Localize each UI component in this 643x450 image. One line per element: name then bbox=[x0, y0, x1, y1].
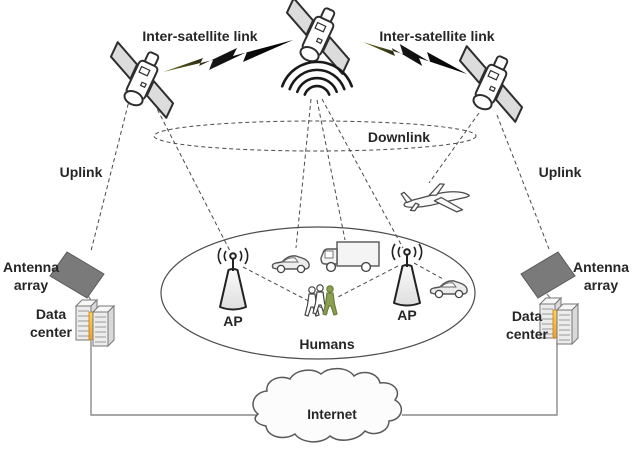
humans-label: Humans bbox=[299, 336, 354, 352]
ap-label-left: AP bbox=[223, 313, 242, 329]
internet-cloud-icon: Internet bbox=[252, 367, 403, 443]
antenna-array-icon-right bbox=[520, 251, 576, 299]
lightning-bolt-icon-right bbox=[363, 42, 467, 74]
datacenter-to-internet-line-left bbox=[90, 341, 260, 416]
svg-text:Data: Data bbox=[512, 308, 543, 324]
data-center-icon-left bbox=[76, 300, 114, 346]
uplink-line-right bbox=[496, 114, 550, 250]
left-ap-to-humans-line bbox=[242, 266, 325, 310]
uplink-line-left bbox=[90, 96, 131, 252]
data-center-label-left: Data center bbox=[30, 306, 73, 340]
svg-text:Data: Data bbox=[36, 306, 67, 322]
data-center-label-right: Data center bbox=[506, 308, 549, 342]
uplink-label-left: Uplink bbox=[60, 164, 103, 180]
inter-satellite-link-label-left: Inter-satellite link bbox=[142, 28, 257, 44]
uplink-label-right: Uplink bbox=[539, 164, 582, 180]
dashed-links bbox=[90, 96, 550, 310]
antenna-array-icon-left bbox=[49, 251, 105, 299]
satellite-icon-center bbox=[271, 0, 366, 78]
center-satellite-to-truck-line bbox=[316, 99, 346, 241]
antenna-array-label-left: Antenna array bbox=[3, 259, 59, 293]
right-ap-to-car-line bbox=[413, 262, 444, 280]
svg-text:Antenna: Antenna bbox=[573, 259, 629, 275]
downlink-label: Downlink bbox=[368, 129, 430, 145]
right-ap-to-humans-line bbox=[337, 265, 399, 298]
center-satellite-to-ap-line bbox=[321, 98, 404, 249]
satellite-icon-left bbox=[95, 36, 190, 122]
antenna-array-label-right: Antenna array bbox=[573, 259, 629, 293]
internet-label: Internet bbox=[307, 407, 357, 422]
svg-text:array: array bbox=[14, 277, 48, 293]
signal-waves-icon bbox=[280, 60, 354, 96]
airplane-icon bbox=[399, 178, 473, 222]
downlink-beam-ellipse bbox=[153, 120, 477, 152]
left-satellite-to-ap-line bbox=[150, 96, 231, 252]
center-satellite-to-car-line bbox=[295, 98, 312, 249]
right-satellite-to-plane-line bbox=[428, 112, 480, 184]
svg-text:Antenna: Antenna bbox=[3, 259, 59, 275]
svg-text:center: center bbox=[506, 326, 549, 342]
svg-text:center: center bbox=[30, 324, 73, 340]
ap-label-right: AP bbox=[397, 307, 416, 323]
inter-satellite-link-label-right: Inter-satellite link bbox=[379, 28, 494, 44]
datacenter-to-internet-line-right bbox=[402, 340, 558, 416]
lightning-bolt-icon-left bbox=[163, 40, 293, 72]
svg-text:array: array bbox=[584, 277, 618, 293]
satellite-icon-right bbox=[444, 40, 539, 126]
